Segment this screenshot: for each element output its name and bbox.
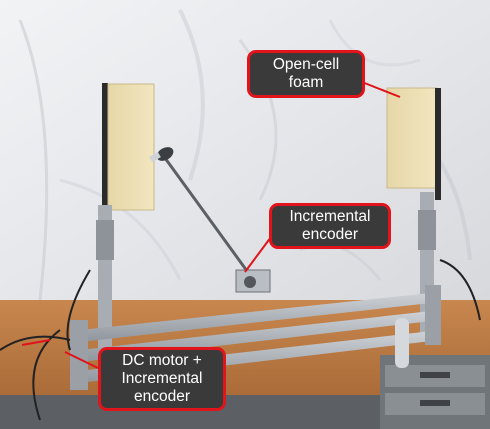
callout-pointers (21, 81, 401, 369)
callout-encoder-line-2: encoder (301, 226, 358, 243)
callout-foam-line-2: foam (288, 74, 324, 91)
motor-pointer-a (64, 351, 99, 369)
callout-foam-line-1: Open-cell (272, 56, 340, 73)
callout-dc-motor-encoder: DC motor + Incremental encoder (98, 347, 226, 411)
callout-motor-line-3: encoder (133, 388, 190, 405)
motor-pointer-b (21, 339, 51, 346)
foam-pointer (361, 81, 401, 98)
callout-motor-line-2: Incremental (121, 370, 203, 387)
cables (0, 259, 481, 421)
callout-motor-line-1: DC motor + (122, 352, 202, 369)
pendulum-rod (149, 147, 257, 283)
callout-encoder-line-1: Incremental (289, 208, 371, 225)
left-foam-panel (96, 83, 155, 355)
encoder-pointer (244, 236, 272, 273)
callout-incremental-encoder: Incremental encoder (269, 203, 391, 249)
callout-open-cell-foam: Open-cell foam (247, 50, 365, 98)
